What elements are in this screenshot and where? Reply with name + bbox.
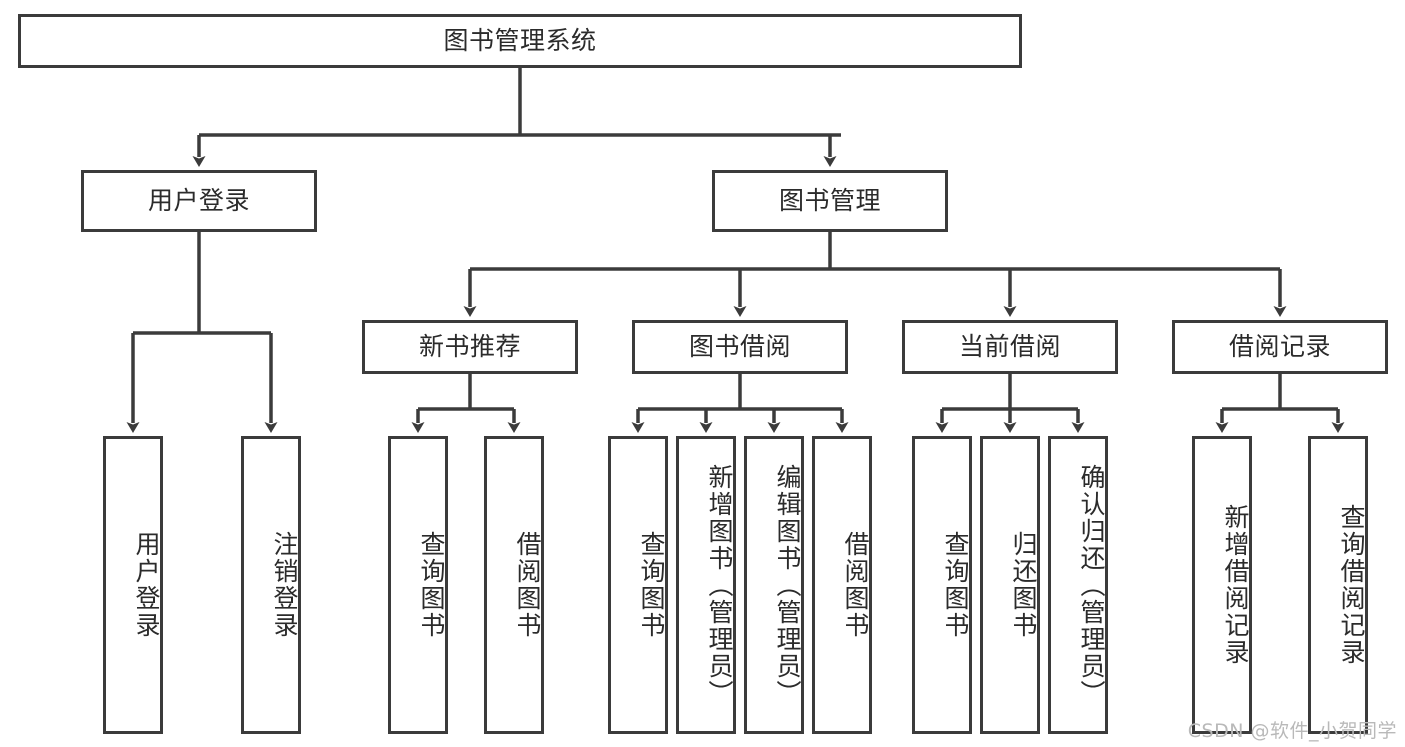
node-user-login[interactable]: 用户登录 bbox=[81, 170, 317, 232]
leaf-label: 借阅图书 bbox=[841, 531, 870, 639]
leaf-label: 查询图书 bbox=[941, 531, 970, 639]
leaf-label: 确认归还（管理员） bbox=[1077, 463, 1106, 707]
leaf-label: 用户登录 bbox=[132, 531, 161, 639]
node-current-borrow[interactable]: 当前借阅 bbox=[902, 320, 1118, 374]
leaf-current-query-book[interactable]: 查询图书 bbox=[912, 436, 972, 734]
leaf-recommend-borrow-book[interactable]: 借阅图书 bbox=[484, 436, 544, 734]
leaf-user-login-login[interactable]: 用户登录 bbox=[103, 436, 163, 734]
watermark-text: CSDN @软件_小贺同学 bbox=[1187, 720, 1397, 742]
leaf-label: 查询图书 bbox=[637, 531, 666, 639]
leaf-label: 新增图书（管理员） bbox=[705, 463, 734, 707]
leaf-borrow-query-book[interactable]: 查询图书 bbox=[608, 436, 668, 734]
node-new-book-recommend[interactable]: 新书推荐 bbox=[362, 320, 578, 374]
leaf-label: 注销登录 bbox=[270, 531, 299, 639]
leaf-record-query-record[interactable]: 查询借阅记录 bbox=[1308, 436, 1368, 734]
leaf-borrow-edit-book-admin[interactable]: 编辑图书（管理员） bbox=[744, 436, 804, 734]
node-root-system[interactable]: 图书管理系统 bbox=[18, 14, 1022, 68]
leaf-current-confirm-return-admin[interactable]: 确认归还（管理员） bbox=[1048, 436, 1108, 734]
node-borrow-record[interactable]: 借阅记录 bbox=[1172, 320, 1388, 374]
leaf-label: 查询图书 bbox=[417, 531, 446, 639]
leaf-borrow-add-book-admin[interactable]: 新增图书（管理员） bbox=[676, 436, 736, 734]
node-book-management[interactable]: 图书管理 bbox=[712, 170, 948, 232]
leaf-borrow-borrow-book[interactable]: 借阅图书 bbox=[812, 436, 872, 734]
leaf-label: 新增借阅记录 bbox=[1221, 504, 1250, 666]
leaf-user-login-logout[interactable]: 注销登录 bbox=[241, 436, 301, 734]
leaf-recommend-query-book[interactable]: 查询图书 bbox=[388, 436, 448, 734]
leaf-label: 编辑图书（管理员） bbox=[773, 463, 802, 707]
leaf-label: 查询借阅记录 bbox=[1337, 504, 1366, 666]
node-book-borrow[interactable]: 图书借阅 bbox=[632, 320, 848, 374]
leaf-record-add-record[interactable]: 新增借阅记录 bbox=[1192, 436, 1252, 734]
leaf-current-return-book[interactable]: 归还图书 bbox=[980, 436, 1040, 734]
leaf-label: 借阅图书 bbox=[513, 531, 542, 639]
leaf-label: 归还图书 bbox=[1009, 531, 1038, 639]
